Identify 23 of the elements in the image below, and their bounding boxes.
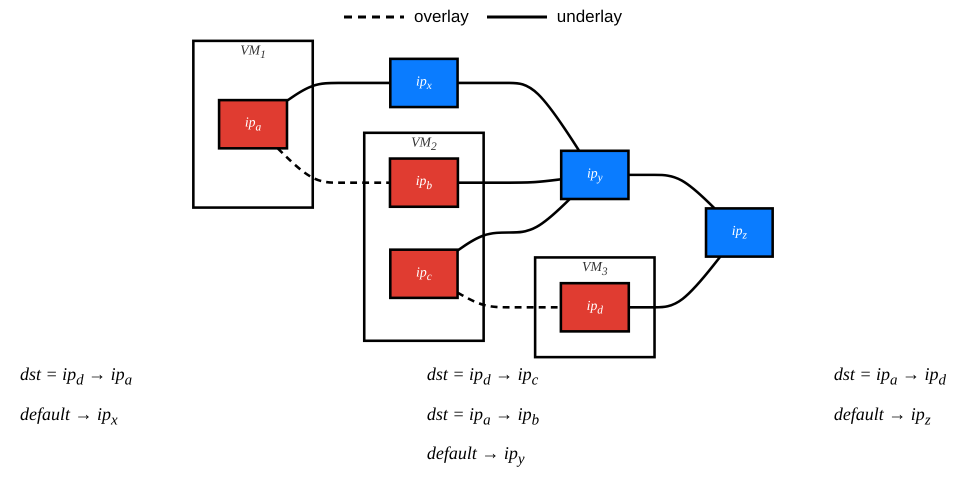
- connector: [628, 174, 716, 210]
- routing-rule: default → ip$_{y}$: [426, 443, 526, 469]
- routing-rule: dst = ip$_{a}$ → ip$_{d}$: [834, 364, 946, 390]
- connector: [458, 82, 580, 152]
- routing-rule: default → ip$_{x}$: [20, 404, 119, 430]
- node-box: ip$_{x}$: [389, 58, 459, 108]
- node-box: ip$_{y}$: [560, 150, 630, 200]
- routing-rule: dst = ip$_{a}$ → ip$_{b}$: [426, 404, 540, 430]
- connector: [458, 178, 562, 184]
- routing-rule: dst = ip$_{d}$ → ip$_{c}$: [426, 364, 540, 390]
- legend-label: overlay: [414, 7, 469, 27]
- connector: [276, 147, 390, 184]
- node-box: ip$_{a}$: [218, 98, 288, 150]
- connector: [286, 82, 390, 102]
- legend-label: underlay: [556, 7, 622, 27]
- connector: [456, 198, 571, 252]
- node-box: ip$_{b}$: [388, 157, 460, 208]
- routing-rule: dst = ip$_{d}$ → ip$_{a}$: [20, 364, 132, 390]
- node-box: ip$_{c}$: [389, 248, 459, 300]
- connector: [628, 256, 722, 309]
- node-box: ip$_{d}$: [560, 282, 630, 333]
- routing-rule: default → ip$_{z}$: [834, 404, 932, 430]
- node-box: ip$_{z}$: [704, 207, 774, 258]
